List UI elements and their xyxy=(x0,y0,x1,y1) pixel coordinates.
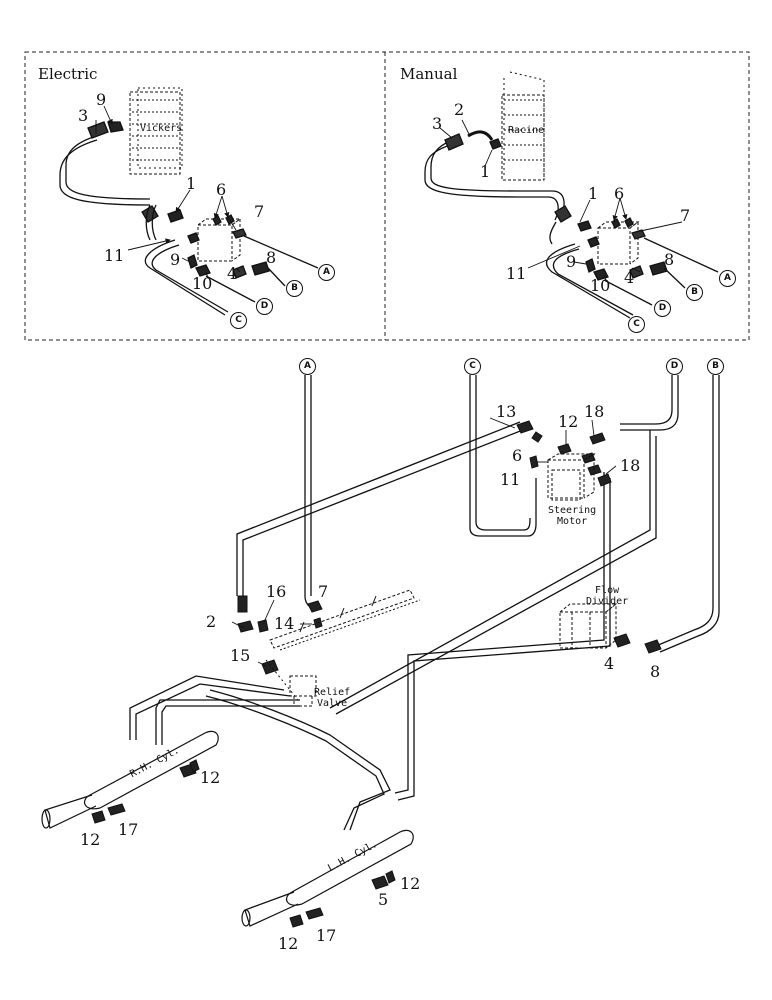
callout-11: 11 xyxy=(506,264,527,283)
callout-9: 9 xyxy=(566,252,577,271)
connector-c-main: C xyxy=(464,358,481,375)
callout-12: 12 xyxy=(200,768,221,787)
connector-a-electric: A xyxy=(318,264,335,281)
vickers-label: Vickers xyxy=(140,123,183,134)
callout-6: 6 xyxy=(216,180,227,199)
steering-motor xyxy=(547,453,596,501)
callout-1: 1 xyxy=(588,184,599,203)
main-hose-routing xyxy=(129,375,720,831)
callout-1: 1 xyxy=(480,162,491,181)
callout-12: 12 xyxy=(278,934,299,953)
flow-divider-label: Flow Divider xyxy=(586,585,629,607)
callout-8: 8 xyxy=(650,662,661,681)
connector-b-main: B xyxy=(707,358,724,375)
callout-17: 17 xyxy=(118,820,139,839)
callout-4: 4 xyxy=(227,264,238,283)
callout-3: 3 xyxy=(78,106,89,125)
callout-12: 12 xyxy=(558,412,579,431)
callout-13: 13 xyxy=(496,402,517,421)
callout-10: 10 xyxy=(192,274,213,293)
connector-b-manual: B xyxy=(686,284,703,301)
connector-d-electric: D xyxy=(256,298,273,315)
callout-8: 8 xyxy=(664,250,675,269)
manual-manifold xyxy=(597,221,640,265)
callout-5: 5 xyxy=(378,890,389,909)
callout-2: 2 xyxy=(206,612,217,631)
callout-3: 3 xyxy=(432,114,443,133)
electric-manifold xyxy=(197,218,242,262)
callout-6: 6 xyxy=(614,184,625,203)
callout-leaders xyxy=(95,105,683,667)
callout-9: 9 xyxy=(96,90,107,109)
connector-a-manual: A xyxy=(719,270,736,287)
callout-17: 17 xyxy=(316,926,337,945)
connector-c-electric: C xyxy=(230,312,247,329)
callout-7: 7 xyxy=(254,202,265,221)
relief-valve-assembly xyxy=(265,589,421,707)
main-fittings xyxy=(91,420,662,928)
callout-9: 9 xyxy=(170,250,181,269)
callout-6: 6 xyxy=(512,446,523,465)
callout-12: 12 xyxy=(400,874,421,893)
electric-panel-title: Electric xyxy=(38,65,98,83)
callout-12: 12 xyxy=(80,830,101,849)
callout-10: 10 xyxy=(590,276,611,295)
callout-18: 18 xyxy=(584,402,605,421)
callout-16: 16 xyxy=(266,582,287,601)
callout-14: 14 xyxy=(274,614,295,633)
connector-c-manual: C xyxy=(628,316,645,333)
manual-panel-linework xyxy=(424,71,719,319)
connector-d-manual: D xyxy=(654,300,671,317)
connector-b-electric: B xyxy=(286,280,303,297)
callout-1: 1 xyxy=(186,174,197,193)
inset-panel-frames xyxy=(24,51,750,341)
rh-cylinder xyxy=(41,730,219,829)
callout-8: 8 xyxy=(266,248,277,267)
steering-motor-label: Steering Motor xyxy=(548,505,597,527)
callout-7: 7 xyxy=(318,582,329,601)
connector-a-main: A xyxy=(299,358,316,375)
racine-valve-block xyxy=(501,71,545,181)
callout-4: 4 xyxy=(604,654,615,673)
callout-2: 2 xyxy=(454,100,465,119)
callout-4: 4 xyxy=(624,268,635,287)
connector-d-main: D xyxy=(666,358,683,375)
lh-cylinder xyxy=(241,829,414,927)
electric-panel-linework xyxy=(59,87,319,316)
relief-valve-label: Relief Valve xyxy=(314,687,351,709)
callout-18: 18 xyxy=(620,456,641,475)
flow-divider xyxy=(559,602,618,649)
callout-7: 7 xyxy=(680,206,691,225)
vickers-valve-block xyxy=(129,87,183,175)
manual-panel-title: Manual xyxy=(400,65,458,83)
callout-11: 11 xyxy=(104,246,125,265)
racine-label: Racine xyxy=(508,125,545,136)
callout-11: 11 xyxy=(500,470,521,489)
callout-15: 15 xyxy=(230,646,251,665)
